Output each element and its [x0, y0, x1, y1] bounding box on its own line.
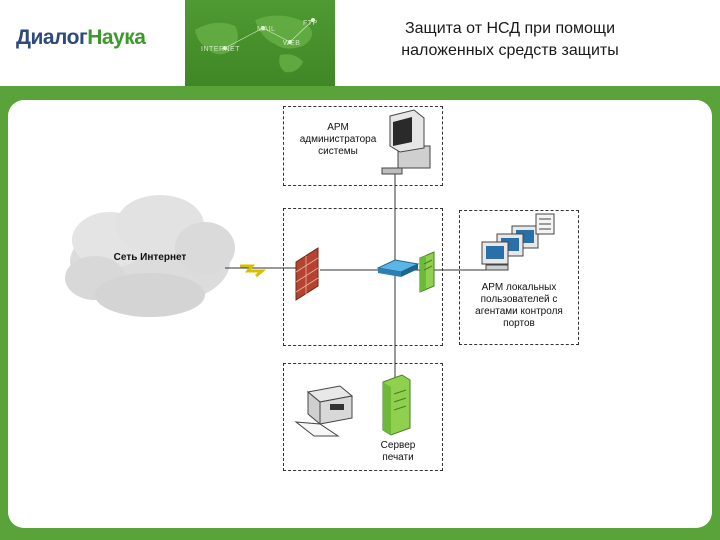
- print-server-label: Сервер печати: [380, 440, 416, 463]
- admin-workstation-icon: [381, 109, 431, 175]
- firewall-icon: [295, 247, 319, 301]
- local-workstations-label: АРМ локальных пользователей с агентами к…: [475, 282, 563, 329]
- company-logo: ДиалогНаука: [16, 26, 146, 50]
- map-word-web: WEB: [283, 40, 301, 47]
- lightning-icon: [240, 264, 267, 278]
- map-word-mail: MAIL: [257, 26, 276, 33]
- print-zone-box: [283, 363, 443, 471]
- slide-title: Защита от НСД при помощи наложенных сред…: [340, 18, 680, 62]
- world-map-graphic: [195, 15, 315, 73]
- internet-cloud-icon: [65, 195, 235, 317]
- local-workstations-icon: [481, 213, 555, 271]
- title-line-2: наложенных средств защиты: [401, 42, 619, 59]
- logo-part-1: Диалог: [16, 26, 88, 49]
- logo-part-2: Наука: [87, 26, 146, 49]
- print-server-icon: [382, 374, 411, 436]
- network-links: [225, 170, 491, 390]
- slide-header: ДиалогНаука MAIL WEB FTP INTERNET Защита…: [0, 0, 720, 100]
- map-word-internet: INTERNET: [201, 46, 240, 53]
- header-band: [0, 86, 720, 100]
- printer-icon: [294, 385, 354, 437]
- admin-workstation-label: АРМ администратора системы: [299, 122, 377, 157]
- title-line-1: Защита от НСД при помощи: [404, 20, 616, 37]
- world-map-banner: MAIL WEB FTP INTERNET: [185, 0, 335, 86]
- network-switch-icon: [376, 259, 420, 277]
- admin-zone-box: [283, 106, 443, 186]
- local-users-zone-box: [459, 210, 579, 345]
- map-word-ftp: FTP: [303, 20, 318, 27]
- internet-label: Сеть Интернет: [113, 252, 187, 263]
- gateway-server-icon: [419, 251, 435, 293]
- perimeter-zone-box: [283, 208, 443, 346]
